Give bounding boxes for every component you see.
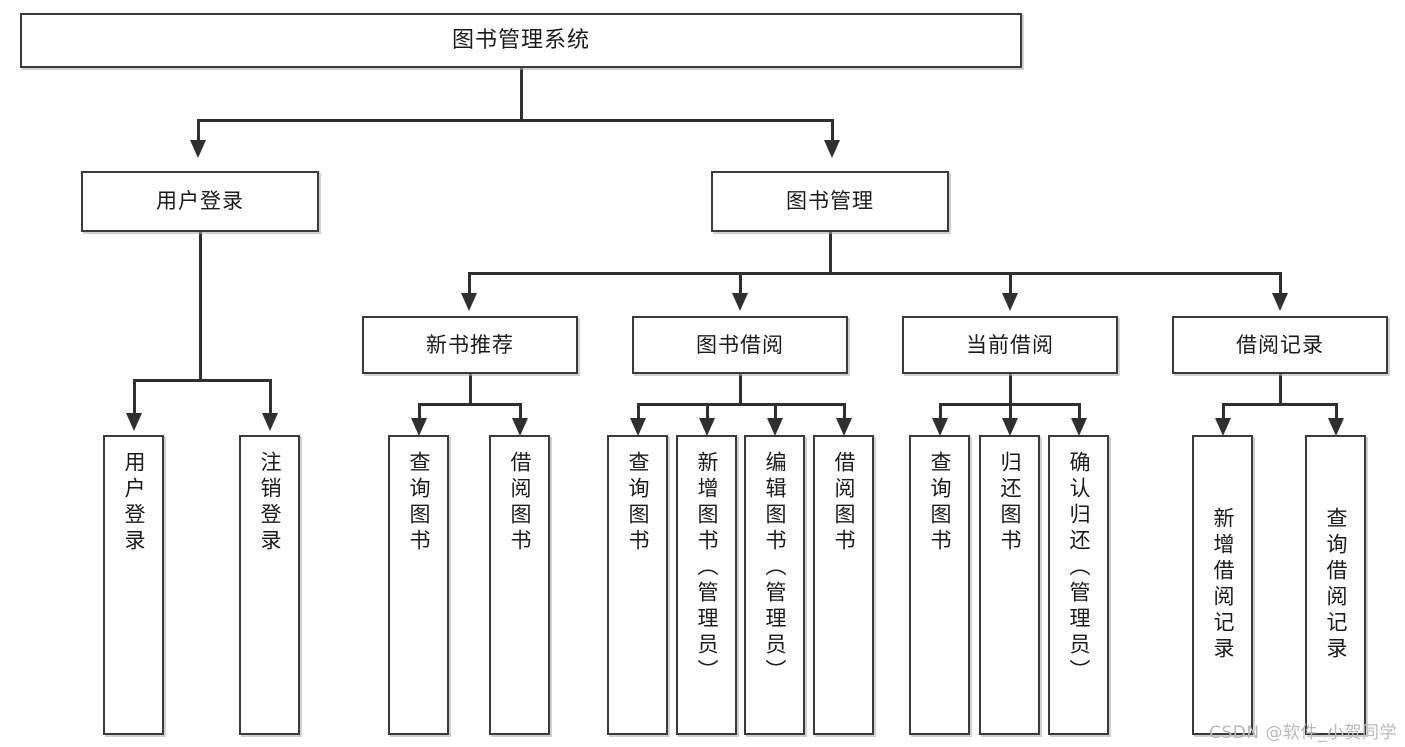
leaf-label: 新增借阅记录 [1211,507,1235,663]
leaf-book-borrow-edit-book-admin[interactable]: 编辑图书（管理员） [744,435,805,735]
connector-current-borrow-branch-3 [1078,403,1081,419]
leaf-book-borrow-add-book-admin[interactable]: 新增图书（管理员） [676,435,737,735]
connector-user-login-branch-2 [269,379,272,414]
arrowhead-user-login-leaf-2 [262,413,278,431]
leaf-label: 编辑图书（管理员） [763,451,787,685]
leaf-label: 借阅图书 [832,451,856,555]
arrowhead-current-borrow-leaf-2 [1002,418,1018,436]
arrowhead-current-borrow-leaf-1 [932,418,948,436]
arrowhead-current-borrow-leaf-3 [1071,418,1087,436]
leaf-new-book-query-book[interactable]: 查询图书 [388,435,449,735]
node-label: 图书借阅 [696,332,784,357]
leaf-borrow-record-query-record[interactable]: 查询借阅记录 [1305,435,1366,735]
arrowhead-book-borrow-leaf-3 [767,418,783,436]
node-label: 新书推荐 [426,332,514,357]
connector-to-borrow-record [1279,272,1282,294]
connector-root-to-user-login [197,119,200,141]
leaf-current-borrow-query-book[interactable]: 查询图书 [909,435,970,735]
connector-book-borrow-branch-1 [637,403,640,419]
node-book-borrow[interactable]: 图书借阅 [632,316,848,374]
node-label: 图书管理系统 [451,27,590,53]
arrowhead-root-to-user-login [190,140,206,158]
arrowhead-to-new-book [461,293,477,311]
leaf-label: 借阅图书 [508,451,532,555]
arrowhead-book-borrow-leaf-4 [836,418,852,436]
leaf-label: 查询图书 [928,451,952,555]
leaf-current-borrow-return-book[interactable]: 归还图书 [979,435,1040,735]
arrowhead-book-borrow-leaf-1 [630,418,646,436]
leaf-label: 用户登录 [122,451,146,555]
connector-new-book-bus [418,403,521,406]
arrowhead-borrow-record-leaf-2 [1328,418,1344,436]
arrowhead-book-borrow-leaf-2 [699,418,715,436]
csdn-watermark: CSDN @软件_小贺同学 [1209,723,1397,743]
connector-to-book-borrow [739,272,742,294]
connector-borrow-record-branch-2 [1335,403,1338,419]
leaf-label: 确认归还（管理员） [1067,451,1091,685]
connector-to-current-borrow [1009,272,1012,294]
node-borrow-record[interactable]: 借阅记录 [1172,316,1388,374]
leaf-book-borrow-borrow-book[interactable]: 借阅图书 [813,435,874,735]
connector-current-borrow-stem [1009,374,1012,404]
node-new-book-recommend[interactable]: 新书推荐 [362,316,578,374]
node-current-borrow[interactable]: 当前借阅 [902,316,1118,374]
arrowhead-to-borrow-record [1272,293,1288,311]
arrowhead-root-to-book-manage [824,140,840,158]
node-label: 图书管理 [786,189,874,214]
node-root-system[interactable]: 图书管理系统 [20,13,1022,68]
arrowhead-to-current-borrow [1002,293,1018,311]
leaf-label: 归还图书 [998,451,1022,555]
connector-book-borrow-branch-3 [774,403,777,419]
connector-root-bus [197,119,833,122]
connector-level3-bus [468,272,1281,275]
connector-new-book-stem [469,374,472,404]
arrowhead-to-book-borrow [732,293,748,311]
connector-to-new-book [468,272,471,294]
leaf-label: 查询图书 [626,451,650,555]
connector-borrow-record-branch-1 [1222,403,1225,419]
leaf-new-book-borrow-book[interactable]: 借阅图书 [489,435,550,735]
node-user-login[interactable]: 用户登录 [81,171,319,232]
leaf-label: 新增图书（管理员） [695,451,719,685]
leaf-borrow-record-add-record[interactable]: 新增借阅记录 [1192,435,1253,735]
connector-book-borrow-stem [739,374,742,404]
connector-user-login-branch-1 [133,379,136,414]
connector-book-manage-stem [829,232,832,274]
leaf-user-login-login[interactable]: 用户登录 [103,435,164,735]
leaf-current-borrow-confirm-return-admin[interactable]: 确认归还（管理员） [1048,435,1109,735]
leaf-label: 查询图书 [407,451,431,555]
leaf-label: 注销登录 [258,451,282,555]
node-label: 借阅记录 [1236,332,1324,357]
arrowhead-new-book-leaf-2 [512,418,528,436]
connector-root-to-book-manage [831,119,834,141]
connector-root-stem [520,68,523,120]
connector-book-borrow-branch-2 [706,403,709,419]
connector-borrow-record-stem [1279,374,1282,404]
connector-user-login-stem [199,232,202,380]
connector-book-borrow-branch-4 [843,403,846,419]
leaf-label: 查询借阅记录 [1324,507,1348,663]
leaf-book-borrow-query-book[interactable]: 查询图书 [607,435,668,735]
connector-borrow-record-bus [1222,403,1337,406]
arrowhead-borrow-record-leaf-1 [1215,418,1231,436]
connector-book-borrow-bus [637,403,845,406]
connector-new-book-branch-2 [519,403,522,419]
arrowhead-user-login-leaf-1 [126,413,142,431]
leaf-user-login-logout[interactable]: 注销登录 [239,435,300,735]
connector-current-borrow-branch-1 [939,403,942,419]
node-label: 用户登录 [156,189,244,214]
connector-new-book-branch-1 [418,403,421,419]
node-book-management[interactable]: 图书管理 [711,171,949,232]
connector-user-login-bus [133,379,270,382]
arrowhead-new-book-leaf-1 [411,418,427,436]
connector-current-borrow-branch-2 [1009,403,1012,419]
node-label: 当前借阅 [966,332,1054,357]
